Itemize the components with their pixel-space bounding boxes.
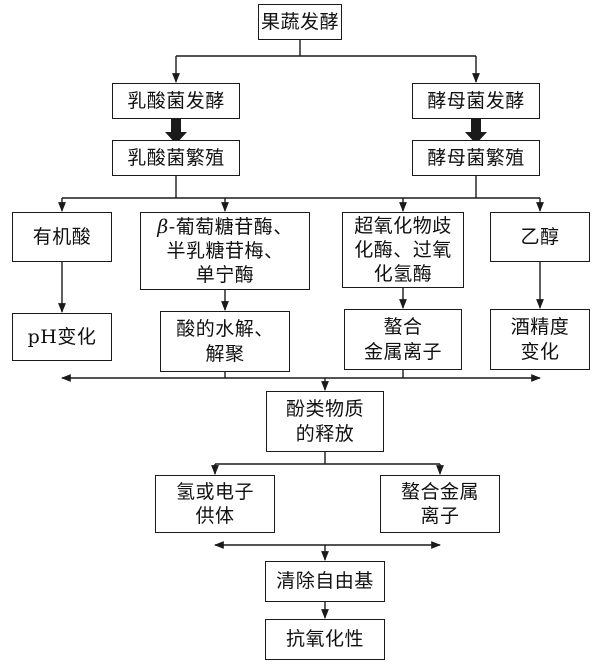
node-chelate-metal-ions: 螯合 金属离子 bbox=[344, 309, 462, 370]
node-ph-change: pH变化 bbox=[12, 313, 112, 361]
node-organic-acid: 有机酸 bbox=[12, 212, 112, 262]
beta-symbol: β bbox=[157, 215, 169, 238]
node-alcohol-change: 酒精度 变化 bbox=[490, 309, 590, 370]
node-scavenge-free-radicals: 清除自由基 bbox=[265, 561, 385, 602]
node-chelate-metal-ions-2: 螯合金属 离子 bbox=[380, 475, 500, 533]
node-yeast-growth: 酵母菌繁殖 bbox=[412, 140, 540, 176]
thick-arrow-yeast bbox=[465, 119, 487, 144]
node-antioxidant-activity: 抗氧化性 bbox=[265, 619, 385, 660]
node-phenolic-release: 酚类物质 的释放 bbox=[266, 391, 384, 452]
node-ethanol: 乙醇 bbox=[490, 212, 590, 262]
node-antioxidant-enzymes: 超氧化物歧 化酶、过氧 化氢酶 bbox=[342, 212, 464, 288]
node-fruit-veg-fermentation: 果蔬发酵 bbox=[258, 4, 342, 40]
node-hydrogen-electron-donor: 氢或电子 供体 bbox=[155, 475, 275, 533]
node-yeast-fermentation: 酵母菌发酵 bbox=[412, 83, 540, 119]
enzymes-text: -葡萄糖苷酶、 半乳糖苷梅、 单宁酶 bbox=[166, 215, 293, 287]
node-glycosidase-enzymes: β-葡萄糖苷酶、 半乳糖苷梅、 单宁酶 bbox=[140, 212, 310, 290]
thick-arrow-lab bbox=[165, 119, 187, 144]
node-acid-hydrolysis: 酸的水解、 解聚 bbox=[160, 311, 290, 372]
node-lab-growth: 乳酸菌繁殖 bbox=[112, 140, 240, 176]
node-lab-fermentation: 乳酸菌发酵 bbox=[112, 83, 240, 119]
